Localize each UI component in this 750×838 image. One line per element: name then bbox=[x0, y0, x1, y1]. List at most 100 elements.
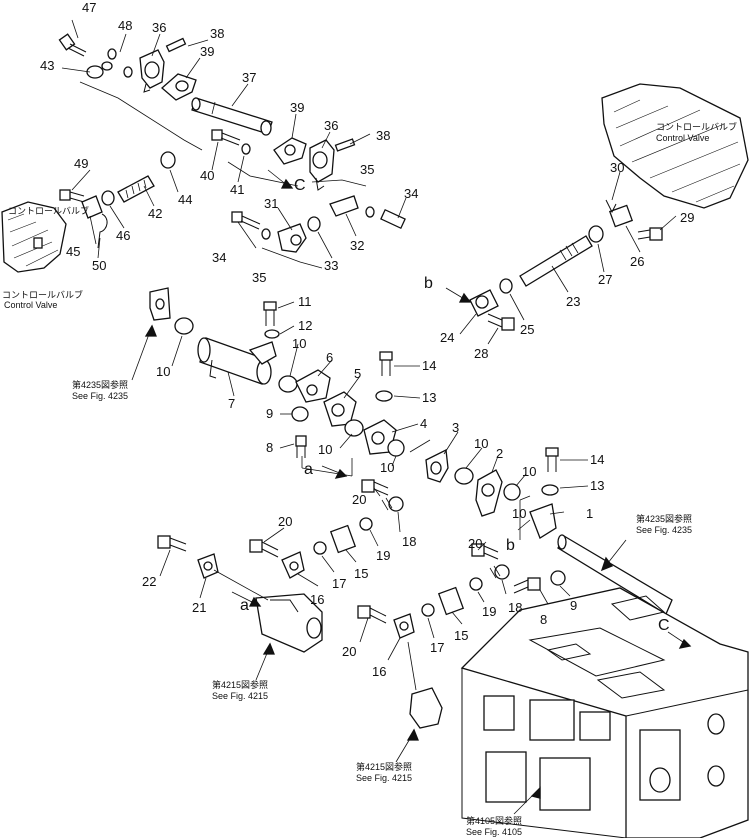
lever-ref-4215-a-shape bbox=[255, 593, 323, 653]
ref-4235-right-en: See Fig. 4235 bbox=[636, 525, 692, 535]
bolt-22-shape bbox=[157, 535, 187, 552]
leader-lines bbox=[61, 19, 692, 815]
callout-47: 47 bbox=[82, 0, 96, 15]
bolt-8-right-shape bbox=[513, 577, 541, 594]
callout-26: 26 bbox=[630, 254, 644, 269]
rod-end-42-shape bbox=[117, 175, 155, 203]
callout-16: 16 bbox=[372, 664, 386, 679]
rod-23-shape bbox=[519, 235, 593, 287]
ref-4215-b-jp: 第4215図参照 bbox=[356, 761, 412, 772]
callout-35: 35 bbox=[252, 270, 266, 285]
control-valve-left-jp-bottom: コントロールバルブ bbox=[2, 289, 83, 300]
lever-ref-4215-b-shape bbox=[409, 687, 443, 729]
plate-13-top-shape bbox=[375, 390, 393, 402]
callout-15: 15 bbox=[454, 628, 468, 643]
callout-25: 25 bbox=[520, 322, 534, 337]
bolt-40-shape bbox=[211, 129, 241, 146]
connection-letters: b a b a C C bbox=[240, 177, 670, 634]
frame-housing-shape bbox=[460, 587, 749, 838]
callout-14: 14 bbox=[422, 358, 436, 373]
lever-1-shape bbox=[529, 503, 557, 539]
callout-27: 27 bbox=[598, 272, 612, 287]
callout-20: 20 bbox=[352, 492, 366, 507]
bracket-39-top-shape bbox=[161, 73, 197, 101]
bolt-47-shape bbox=[58, 33, 87, 57]
figure-references: コントロールバルブ コントロールバルブ Control Valve コントロール… bbox=[2, 121, 737, 837]
control-valve-left-jp: コントロールバルブ bbox=[8, 205, 89, 216]
control-valve-right-jp: コントロールバルブ bbox=[656, 121, 737, 132]
callout-43: 43 bbox=[40, 58, 54, 73]
callout-29: 29 bbox=[680, 210, 694, 225]
callout-8: 8 bbox=[266, 440, 273, 455]
callout-35: 35 bbox=[360, 162, 374, 177]
control-valve-right-en: Control Valve bbox=[656, 133, 709, 143]
callout-20: 20 bbox=[278, 514, 292, 529]
callout-1: 1 bbox=[586, 506, 593, 521]
callout-19: 19 bbox=[482, 604, 496, 619]
link-bolt-row-lower bbox=[357, 543, 510, 639]
callout-40: 40 bbox=[200, 168, 214, 183]
bushing-10-left-shape bbox=[174, 317, 194, 335]
callout-15: 15 bbox=[354, 566, 368, 581]
right-control-valve bbox=[601, 83, 749, 228]
callout-24: 24 bbox=[440, 330, 454, 345]
callout-14: 14 bbox=[590, 452, 604, 467]
bolt-49-shape bbox=[59, 189, 85, 203]
callout-9: 9 bbox=[266, 406, 273, 421]
callout-30: 30 bbox=[610, 160, 624, 175]
bolt-14-right-shape bbox=[545, 447, 559, 472]
callout-20: 20 bbox=[342, 644, 356, 659]
callout-34: 34 bbox=[212, 250, 226, 265]
cotter-pin-50-shape bbox=[97, 213, 108, 249]
tube-shaft-7-shape bbox=[197, 337, 277, 385]
ref-4215-b-en: See Fig. 4215 bbox=[356, 773, 412, 783]
callout-5: 5 bbox=[354, 366, 361, 381]
callout-38: 38 bbox=[376, 128, 390, 143]
ref-4105-en: See Fig. 4105 bbox=[466, 827, 522, 837]
callout-41: 41 bbox=[230, 182, 244, 197]
callout-6: 6 bbox=[326, 350, 333, 365]
clevis-45-shape bbox=[81, 195, 103, 219]
upper-linkage-group bbox=[58, 33, 356, 191]
callout-46: 46 bbox=[116, 228, 130, 243]
callout-44: 44 bbox=[178, 192, 192, 207]
left-control-valve bbox=[1, 201, 67, 273]
callout-42: 42 bbox=[148, 206, 162, 221]
ref-4235-left-jp: 第4235図参照 bbox=[72, 379, 128, 390]
letter-c-lower: C bbox=[658, 617, 670, 634]
ref-4215-a-en: See Fig. 4215 bbox=[212, 691, 268, 701]
callout-10: 10 bbox=[156, 364, 170, 379]
bolt-14-top-shape bbox=[379, 351, 393, 376]
bolt-29-shape bbox=[637, 227, 663, 241]
letter-b-upper: b bbox=[424, 275, 433, 292]
callout-7: 7 bbox=[228, 396, 235, 411]
letter-b-lower: b bbox=[506, 537, 515, 554]
callout-13: 13 bbox=[422, 390, 436, 405]
callout-37: 37 bbox=[242, 70, 256, 85]
bolt-28-shape bbox=[487, 313, 515, 331]
callout-39: 39 bbox=[290, 100, 304, 115]
callout-9: 9 bbox=[570, 598, 577, 613]
callout-8: 8 bbox=[540, 612, 547, 627]
callout-32: 32 bbox=[350, 238, 364, 253]
callout-36: 36 bbox=[324, 118, 338, 133]
callout-18: 18 bbox=[402, 534, 416, 549]
shaft-37-shape bbox=[191, 97, 273, 136]
bolt-11-shape bbox=[263, 301, 277, 326]
callout-10: 10 bbox=[474, 436, 488, 451]
control-valve-left-en: Control Valve bbox=[4, 300, 57, 310]
ref-4105-jp: 第4105図参照 bbox=[466, 815, 522, 826]
callout-10: 10 bbox=[380, 460, 394, 475]
callout-2: 2 bbox=[496, 446, 503, 461]
letter-c-upper: C bbox=[294, 177, 306, 194]
letter-a-lower: a bbox=[240, 597, 249, 614]
ref-4215-a-jp: 第4215図参照 bbox=[212, 679, 268, 690]
nut-9-left-shape bbox=[291, 406, 309, 422]
nut-46-shape bbox=[101, 190, 115, 206]
callout-28: 28 bbox=[474, 346, 488, 361]
callout-22: 22 bbox=[142, 574, 156, 589]
callout-49: 49 bbox=[74, 156, 88, 171]
callout-33: 33 bbox=[324, 258, 338, 273]
